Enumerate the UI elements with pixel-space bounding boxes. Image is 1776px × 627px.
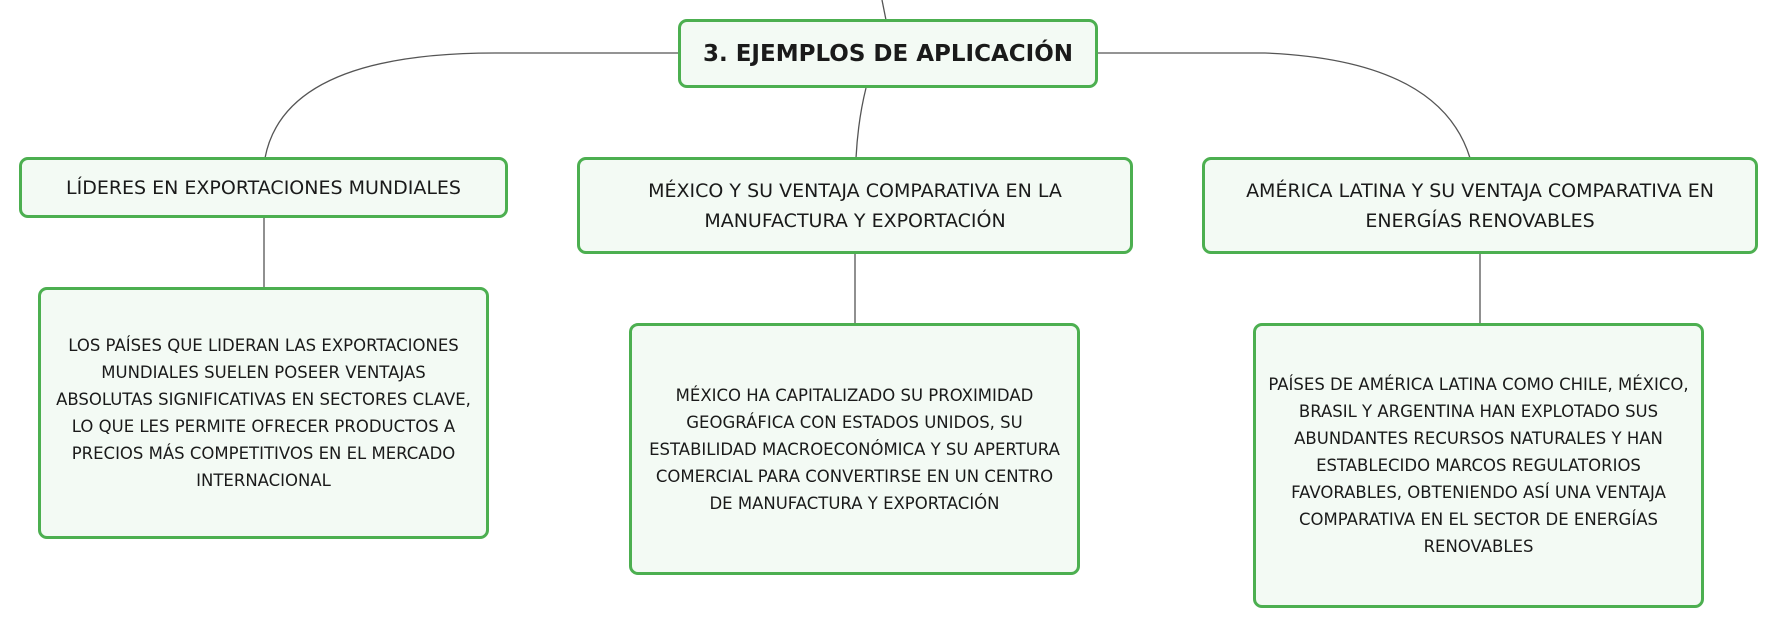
- detail-node-text: MÉXICO HA CAPITALIZADO SU PROXIMIDAD GEO…: [649, 385, 1060, 513]
- branch-node-america-latina[interactable]: AMÉRICA LATINA Y SU VENTAJA COMPARATIVA …: [1202, 157, 1758, 254]
- detail-node-america-latina[interactable]: PAÍSES DE AMÉRICA LATINA COMO CHILE, MÉX…: [1253, 323, 1704, 608]
- detail-node-text: PAÍSES DE AMÉRICA LATINA COMO CHILE, MÉX…: [1268, 375, 1689, 556]
- branch-node-label: LÍDERES EN EXPORTACIONES MUNDIALES: [66, 176, 461, 199]
- connector-root-to-branch-3: [1097, 52, 1471, 159]
- connector-root-to-branch-2: [855, 87, 867, 159]
- root-node[interactable]: 3. EJEMPLOS DE APLICACIÓN: [678, 19, 1098, 88]
- root-node-label: 3. EJEMPLOS DE APLICACIÓN: [702, 40, 1074, 67]
- branch-node-label: AMÉRICA LATINA Y SU VENTAJA COMPARATIVA …: [1246, 179, 1714, 232]
- connector-parent-to-root: [881, 0, 887, 21]
- branch-node-exportaciones[interactable]: LÍDERES EN EXPORTACIONES MUNDIALES: [19, 157, 508, 218]
- branch-node-label: MÉXICO Y SU VENTAJA COMPARATIVA EN LA MA…: [648, 179, 1062, 232]
- connector-root-to-branch-1: [264, 52, 678, 159]
- detail-node-mexico[interactable]: MÉXICO HA CAPITALIZADO SU PROXIMIDAD GEO…: [629, 323, 1080, 575]
- branch-node-mexico[interactable]: MÉXICO Y SU VENTAJA COMPARATIVA EN LA MA…: [577, 157, 1133, 254]
- detail-node-exportaciones[interactable]: LOS PAÍSES QUE LIDERAN LAS EXPORTACIONES…: [38, 287, 489, 539]
- detail-node-text: LOS PAÍSES QUE LIDERAN LAS EXPORTACIONES…: [56, 336, 471, 490]
